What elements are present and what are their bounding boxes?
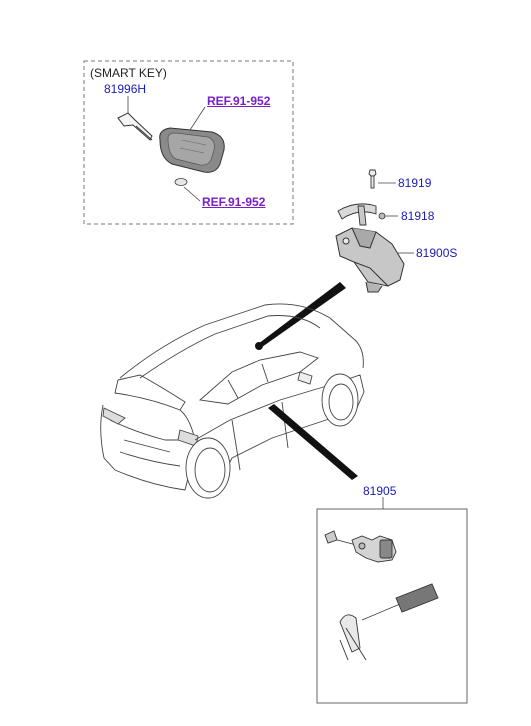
smart-key-fob[interactable] [159,127,225,173]
part-number-81919[interactable]: 81919 [398,176,432,190]
part-number-81900S[interactable]: 81900S [416,246,458,260]
ref-link-bottom[interactable]: REF.91-952 [202,195,266,209]
smart-key-box [83,60,294,225]
part-number-81918[interactable]: 81918 [401,209,435,223]
bolt-81919[interactable] [368,169,377,189]
vehicle-illustration [100,303,365,499]
bracket-81918[interactable] [337,203,377,226]
leader-ref-top [189,106,206,131]
door-key-cylinder[interactable] [324,530,397,563]
door-lock-set-box [316,508,468,704]
key-battery[interactable] [174,178,188,186]
emergency-key-blade[interactable] [117,112,153,141]
key-with-tag[interactable] [339,583,439,661]
part-number-81996H[interactable]: 81996H [104,82,147,96]
pointer-door-lock [268,404,358,480]
smart-key-title: (SMART KEY) [90,66,167,80]
ref-link-top[interactable]: REF.91-952 [207,94,271,108]
part-number-81905[interactable]: 81905 [363,484,397,498]
steering-lock-81900S[interactable] [335,227,405,293]
pointer-steering-lock [258,282,346,347]
leader-ref-bottom [183,186,201,202]
